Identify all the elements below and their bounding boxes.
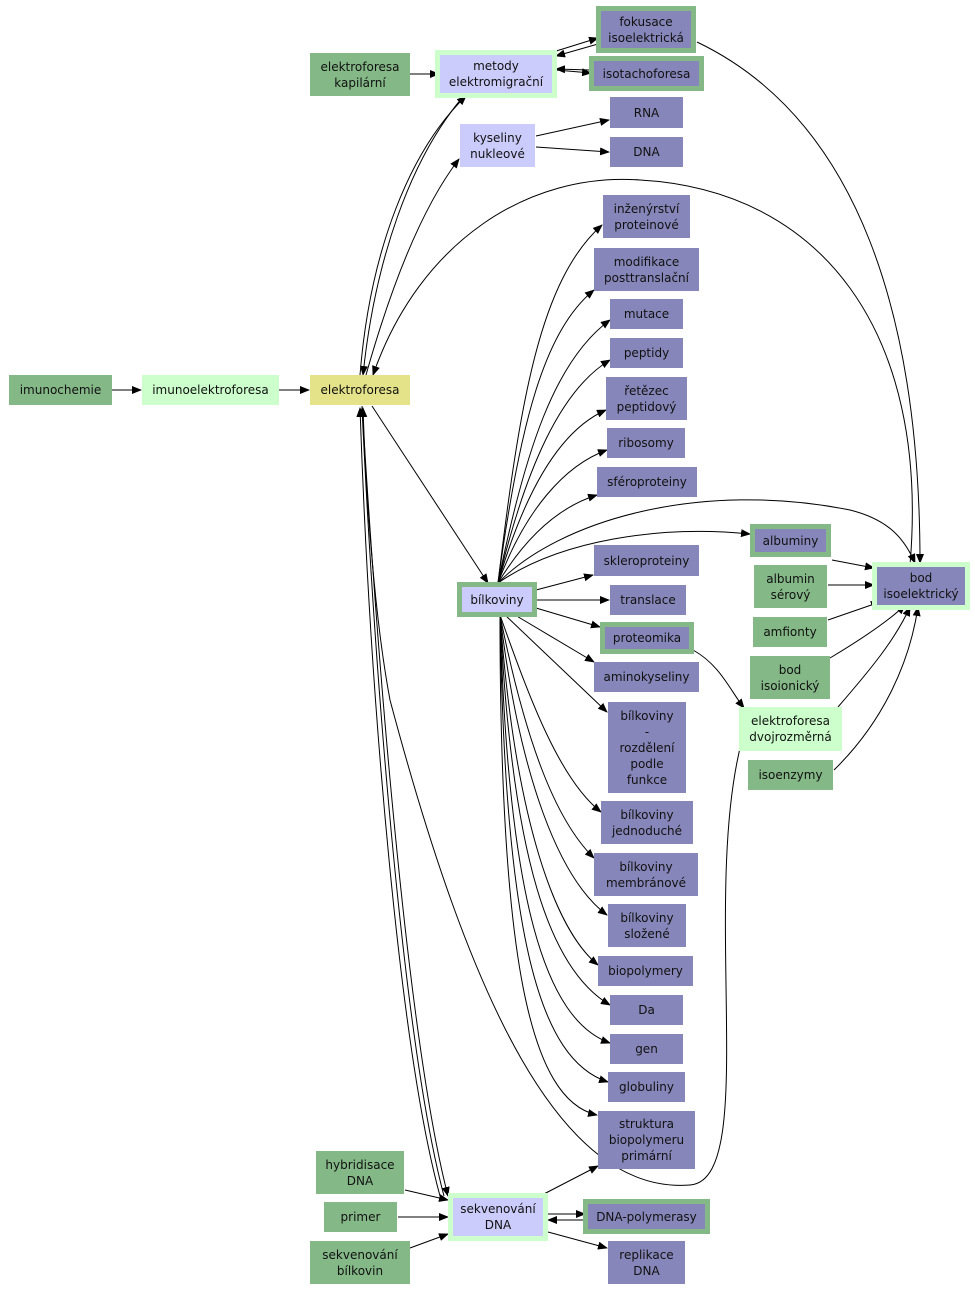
node-metody-elektromigracni[interactable]: metody elektromigrační (435, 50, 557, 98)
node-amfionty[interactable]: amfionty (753, 617, 827, 647)
edge-bod-isoionicky-bod (829, 604, 906, 659)
edge-metody-elektroforesa (359, 97, 463, 376)
node-bilkoviny-jednoduche[interactable]: bílkoviny jednoduché (601, 801, 693, 844)
node-bilkoviny[interactable]: bílkoviny (457, 582, 537, 617)
edge-dvojrozmerna-bod (837, 606, 911, 708)
node-biopolymery[interactable]: biopolymery (598, 956, 693, 986)
edge-bilkoviny-rozdeleni (504, 614, 608, 713)
edge-bilkoviny-biopolymery (499, 614, 599, 966)
edge-amfionty-bod (827, 601, 881, 621)
node-hybridisace-dna[interactable]: hybridisace DNA (316, 1151, 404, 1194)
node-gen[interactable]: gen (610, 1034, 683, 1064)
edge-fokusace-bod (696, 41, 924, 564)
edge-sekvenovani-struktura (539, 1165, 599, 1197)
node-elektroforesa-dvojrozmerna[interactable]: elektroforesa dvojrozměrná (739, 707, 842, 751)
edge-isoenzymy-bod (833, 606, 921, 771)
edge-sekvenovani-elektroforesa-2 (358, 407, 445, 1197)
edge-sekvenovani-replikace (547, 1231, 608, 1250)
node-replikace-dna[interactable]: replikace DNA (608, 1241, 685, 1284)
node-sferoproteiny[interactable]: sféroproteiny (597, 467, 697, 497)
node-albumin-serovy[interactable]: albumin sérový (754, 565, 827, 608)
node-bod-isoelektricky[interactable]: bod isoelektrický (872, 562, 970, 610)
edge-bilkoviny-inzenyrstvi (497, 224, 603, 584)
edge-bilkoviny-albuminy (497, 529, 751, 584)
edge-bilkoviny-jednoduche (499, 614, 602, 813)
node-bilkoviny-slozene[interactable]: bílkoviny složené (608, 904, 686, 947)
edge-bilkoviny-sferoproteiny (497, 493, 598, 584)
node-primer[interactable]: primer (324, 1202, 397, 1232)
edge-bilkoviny-modifikace (497, 289, 595, 584)
edge-fokusace-metody (555, 43, 599, 58)
edge-bilkoviny-globuliny (499, 614, 609, 1084)
node-kyseliny-nukleove[interactable]: kyseliny nukleové (460, 124, 535, 167)
node-retezec-peptidovy[interactable]: řetězec peptidový (606, 377, 687, 420)
edge-bilkoviny-bod (497, 499, 916, 584)
node-elektroforesa-kapilarni[interactable]: elektroforesa kapilární (310, 53, 410, 96)
node-albuminy[interactable]: albuminy (750, 524, 831, 557)
edge-hybridisace-sekvenovani (404, 1189, 449, 1202)
edge-metody-isotachoforesa (555, 68, 592, 77)
node-struktura-biopolymeru-primarni[interactable]: struktura biopolymeru primární (598, 1111, 695, 1169)
edge-sekvenovani-bilkovin-sekvenovani (409, 1233, 449, 1249)
edge-bilkoviny-ribosomy (497, 449, 608, 584)
edge-metody-fokusace (552, 36, 599, 53)
edge-kyseliny-dna (535, 146, 610, 156)
edge-bilkoviny-struktura (499, 614, 598, 1117)
node-da[interactable]: Da (610, 995, 683, 1025)
edge-bilkoviny-mutace (497, 319, 611, 584)
node-fokusace-isoelektricka[interactable]: fokusace isoelektrická (596, 6, 696, 53)
edge-bilkoviny-peptidy (497, 359, 611, 584)
edge-elektroforesa-kyseliny (365, 158, 460, 376)
node-globuliny[interactable]: globuliny (608, 1072, 685, 1102)
node-elektroforesa[interactable]: elektroforesa (310, 375, 410, 405)
edge-elektroforesa-sekvenovani (361, 405, 450, 1197)
node-imunoelektroforesa[interactable]: imunoelektroforesa (142, 375, 279, 405)
edge-bod-elektroforesa (372, 178, 913, 566)
node-imunochemie[interactable]: imunochemie (9, 375, 112, 405)
node-peptidy[interactable]: peptidy (610, 338, 683, 368)
node-ribosomy[interactable]: ribosomy (607, 428, 685, 458)
node-bilkoviny-membranove[interactable]: bílkoviny membránové (594, 853, 698, 896)
edge-bilkoviny-membranove (499, 614, 595, 859)
node-sekvenovani-dna[interactable]: sekvenování DNA (448, 1193, 548, 1241)
edge-bilkoviny-slozene (499, 614, 608, 916)
edge-elektroforesa-metody (359, 95, 467, 376)
edge-sekvenovani-elektroforesa (356, 407, 441, 1197)
node-sekvenovani-bilkovin[interactable]: sekvenování bílkovin (310, 1241, 410, 1284)
node-proteomika[interactable]: proteomika (600, 622, 694, 654)
node-bod-isoionicky[interactable]: bod isoionický (750, 656, 830, 699)
edge-albuminy-bod (831, 559, 875, 571)
node-dna-polymerasy[interactable]: DNA-polymerasy (583, 1199, 710, 1234)
node-dna[interactable]: DNA (610, 137, 683, 167)
node-mutace[interactable]: mutace (610, 299, 683, 329)
edge-kyseliny-rna (535, 118, 610, 137)
node-isotachoforesa[interactable]: isotachoforesa (589, 56, 704, 91)
node-inzenyrstvi-proteinove[interactable]: inženýrství proteinové (603, 195, 690, 238)
edge-isotachoforesa-metody (555, 65, 591, 74)
edge-proteomika-dvojrozmerna (692, 649, 745, 709)
edge-dvojrozmerna-elektroforesa (359, 407, 743, 1186)
node-bilkoviny-rozdeleni-podle-funkce[interactable]: bílkoviny - rozdělení podle funkce (608, 702, 686, 793)
edge-bilkoviny-aminokyseliny (514, 614, 595, 663)
edge-bilkoviny-retezec (497, 409, 607, 584)
node-rna[interactable]: RNA (610, 97, 683, 128)
node-aminokyseliny[interactable]: aminokyseliny (594, 662, 699, 692)
edge-bilkoviny-da (499, 614, 611, 1006)
node-modifikace-posttranslacni[interactable]: modifikace posttranslační (594, 248, 699, 291)
edge-bilkoviny-proteomika (535, 607, 601, 629)
node-skleroproteiny[interactable]: skleroproteiny (594, 545, 699, 576)
node-translace[interactable]: translace (610, 585, 686, 615)
edge-bilkoviny-skleroproteiny (535, 573, 594, 591)
node-isoenzymy[interactable]: isoenzymy (748, 760, 833, 790)
edge-bilkoviny-gen (499, 614, 611, 1044)
edge-elektroforesa-bilkoviny (371, 405, 489, 584)
